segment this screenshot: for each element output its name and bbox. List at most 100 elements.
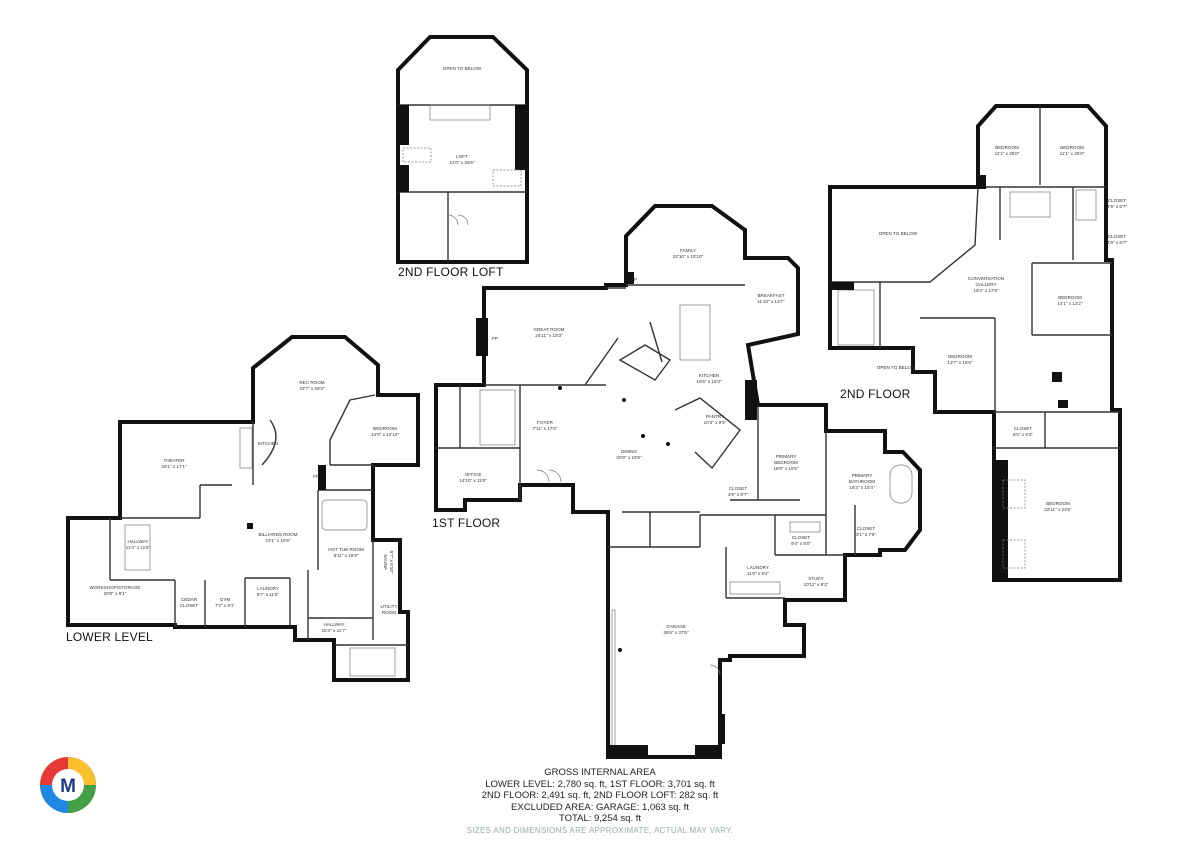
room-gym: GYM <box>220 597 231 602</box>
room-primary-bedroom: PRIMARY <box>776 454 797 459</box>
room-primary-bedroom-dim: 18'9" x 19'5" <box>773 466 799 471</box>
brand-logo-icon: M <box>40 757 96 813</box>
floor-title-first: 1ST FLOOR <box>432 516 500 530</box>
room-closet3: CLOSET <box>857 526 876 531</box>
area-line-4: TOTAL: 9,254 sq. ft <box>558 813 642 824</box>
room-primary-bath: PRIMARY <box>852 473 873 478</box>
room-kitchen-dim: 19'6" x 16'3" <box>696 379 722 384</box>
room-pantry-dim: 10'4" x 9'5" <box>704 420 727 425</box>
room-closet3-dim: 3'1" x 7'9" <box>856 532 876 537</box>
lower-level-plan <box>66 335 420 682</box>
room-great-room-dim: 24'11" x 18'3" <box>535 333 563 338</box>
room-closet-b: CLOSET <box>1108 234 1127 239</box>
room-laundry2-dim: 8'7" x 11'5" <box>257 592 280 597</box>
room-dining-dim: 20'8" x 19'9" <box>616 455 642 460</box>
room-billiards-dim: 23'1" x 16'9" <box>265 538 291 543</box>
room-breakfast: BREAKFAST <box>757 293 784 298</box>
room-closet-c-dim: 6'5" x 6'3" <box>1013 432 1033 437</box>
fp-great-room: FP <box>492 336 498 341</box>
room-primary-bath-dim: 16'3" x 15'4" <box>849 485 875 490</box>
room-closet2: CLOSET <box>792 535 811 540</box>
room-closet1: CLOSET <box>729 486 748 491</box>
room-bed-a: BEDROOM <box>995 145 1019 150</box>
room-conv-gallery-dim: 18'4" x 17'8" <box>973 288 999 293</box>
room-sauna-dim: 5'7" x 8'10" <box>389 551 394 574</box>
room-theater: THEATER <box>163 458 185 463</box>
room-bed-e-dim: 22'11" x 23'6" <box>1044 507 1072 512</box>
room-hot-tub: HOT TUB ROOM <box>328 547 364 552</box>
room-closet-a-dim: 4'9" x 6'7" <box>1107 204 1127 209</box>
area-line-1: LOWER LEVEL: 2,780 sq. ft, 1ST FLOOR: 3,… <box>485 778 715 790</box>
room-gym-dim: 7'2" x 9'1" <box>215 603 235 608</box>
room-ll-bedroom: BEDROOM <box>373 426 397 431</box>
room-hallway1: HALLWAY <box>127 539 148 544</box>
room-bed-c-dim: 14'1" x 13'2" <box>1057 301 1083 306</box>
area-line-3: EXCLUDED AREA: GARAGE: 1,063 sq. ft <box>511 801 689 813</box>
room-closet1-dim: 3'6" x 5'7" <box>728 492 748 497</box>
room-primary-bedroom-2: BEDROOM <box>774 460 798 465</box>
room-study-dim: 10'11" x 9'2" <box>804 582 829 587</box>
room-utility-2: ROOM <box>382 610 396 615</box>
floor-titles: 2ND FLOOR LOFT 1ST FLOOR 2ND FLOOR LOWER… <box>66 265 911 644</box>
room-ll-bedroom-dim: 14'0" x 12'10" <box>371 432 399 437</box>
room-family-dim: 22'10" x 18'10" <box>673 254 704 259</box>
area-summary: GROSS INTERNAL AREA LOWER LEVEL: 2,780 s… <box>380 767 820 836</box>
loft-plan <box>396 35 529 264</box>
room-great-room: GREAT ROOM <box>534 327 565 332</box>
room-closet2-dim: 9'4" x 8'0" <box>791 541 811 546</box>
room-bed-c: BEDROOM <box>1058 295 1082 300</box>
room-family: FAMILY <box>680 248 696 253</box>
room-breakfast-dim: 11'10" x 13'7" <box>757 299 785 304</box>
room-conv-gallery-2: GALLERY <box>975 282 996 287</box>
room-hallway1-dim: 11'4" x 11'6" <box>126 545 151 550</box>
room-hot-tub-dim: 8'11" x 18'9" <box>334 553 359 558</box>
room-garage-dim: 36'6" x 37'5" <box>663 630 689 635</box>
room-rec-room-dim: 22'7" x 28'3" <box>299 386 325 391</box>
room-conv-gallery: CONVERSATION <box>968 276 1004 281</box>
room-primary-bath-2: BATHROOM <box>849 479 875 484</box>
room-workshop: WORKSHOP/STORAGE <box>90 585 141 590</box>
floor-title-loft: 2ND FLOOR LOFT <box>398 265 504 279</box>
room-labels: OPEN TO BELOW LOFT 21'0" x 26'6" FAMILY … <box>90 66 1128 635</box>
room-cedar: CEDAR <box>181 597 198 602</box>
disclaimer: SIZES AND DIMENSIONS ARE APPROXIMATE, AC… <box>466 825 734 835</box>
room-closet-c: CLOSET <box>1014 426 1033 431</box>
room-rec-room: REC ROOM <box>299 380 324 385</box>
room-billiards: BILLIARDS ROOM <box>258 532 297 537</box>
area-summary-title: GROSS INTERNAL AREA <box>544 767 656 778</box>
room-laundry1: LAUNDRY <box>747 565 769 570</box>
room-study: STUDY <box>808 576 824 581</box>
fp-lower: FP <box>313 474 319 479</box>
area-line-2: 2ND FLOOR: 2,491 sq. ft, 2ND FLOOR LOFT:… <box>481 790 719 801</box>
room-office-dim: 14'10" x 11'8" <box>459 478 487 483</box>
room-bed-b-dim: 11'1" x 25'0" <box>1060 151 1085 156</box>
room-bed-e: BEDROOM <box>1046 501 1070 506</box>
room-laundry1-dim: 11'0" x 8'4" <box>747 571 770 576</box>
room-theater-dim: 20'1" x 17'1" <box>161 464 187 469</box>
room-bed-b: BEDROOM <box>1060 145 1084 150</box>
room-foyer-dim: 7'11" x 17'6" <box>533 426 558 431</box>
room-closet-b-dim: 4'9" x 6'7" <box>1107 240 1127 245</box>
room-hallway2: HALLWAY <box>323 622 344 627</box>
room-bed-d-dim: 13'7" x 16'6" <box>947 360 973 365</box>
room-garage: GARAGE <box>666 624 686 629</box>
room-open-below-1: OPEN TO BELOW <box>879 231 918 236</box>
room-hallway2-dim: 15'4" x 11'7" <box>322 628 347 633</box>
room-pantry: PANTRY <box>706 414 724 419</box>
floor-title-lower: LOWER LEVEL <box>66 630 153 644</box>
room-office: OFFICE <box>465 472 482 477</box>
room-kitchen: KITCHEN <box>699 373 719 378</box>
room-closet-a: CLOSET <box>1108 198 1127 203</box>
room-utility: UTILITY <box>380 604 397 609</box>
room-loft: LOFT <box>456 154 468 159</box>
room-sauna: SAUNA <box>383 554 388 571</box>
room-foyer: FOYER <box>537 420 554 425</box>
room-cedar-2: CLOSET <box>180 603 199 608</box>
floor-title-second: 2ND FLOOR <box>840 387 911 401</box>
room-bed-a-dim: 11'1" x 25'0" <box>995 151 1020 156</box>
room-workshop-dim: 20'0" x 9'1" <box>104 591 127 596</box>
logo-letter: M <box>60 776 76 797</box>
room-laundry2: LAUNDRY <box>257 586 279 591</box>
room-dining: DINING <box>621 449 638 454</box>
